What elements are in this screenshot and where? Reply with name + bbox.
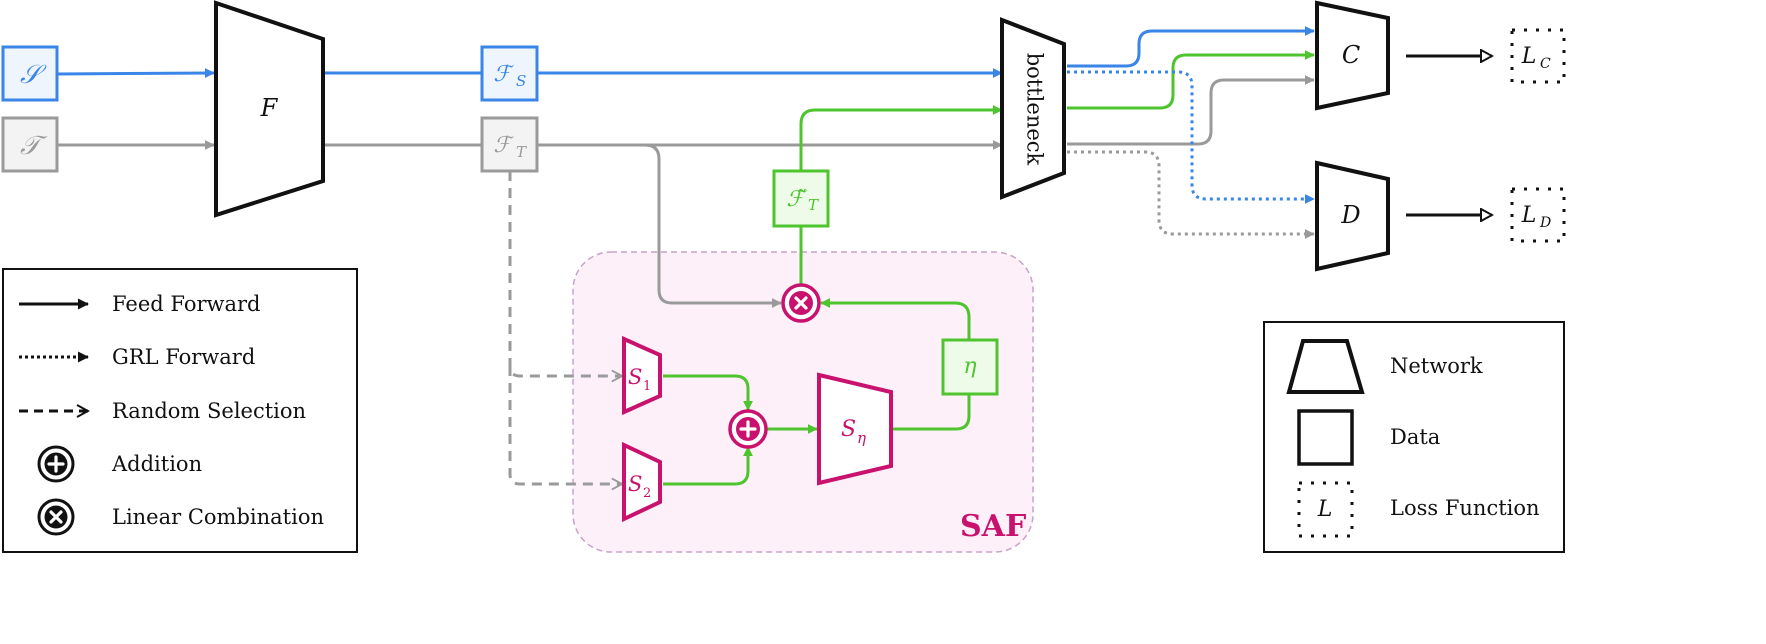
arrow-eta-to-combination (820, 298, 971, 339)
selector-eta-network (817, 372, 893, 486)
eta-box (941, 338, 999, 396)
arrow-S2-to-addition (663, 446, 753, 486)
selector-1-network (622, 335, 662, 416)
source-domain-box (1, 45, 59, 102)
legend-loss-label: Loss Function (1390, 496, 1540, 520)
legend-network-icon (1286, 339, 1365, 394)
source-feature-label: ℱ (493, 62, 514, 87)
source-feature-subscript: S (516, 72, 526, 90)
source-feature-symbol: ℱ (493, 62, 514, 87)
bottleneck-network (1000, 17, 1066, 200)
target-feature-label: ℱ (493, 133, 514, 158)
selector-1-subscript: 1 (643, 379, 651, 394)
classifier-network (1315, 0, 1390, 111)
legend-network-label: Network (1390, 354, 1483, 378)
legend-feed-forward-label: Feed Forward (112, 292, 260, 316)
classifier-loss-subscript: C (1540, 56, 1551, 72)
dashed-FT-to-S2 (508, 366, 622, 484)
classifier-label: C (1342, 41, 1360, 69)
classifier-loss-label: L (1521, 44, 1537, 69)
discriminator-loss-box (1510, 187, 1566, 243)
discriminator-loss-label: L (1521, 203, 1537, 228)
linear-combination-node (781, 283, 821, 323)
arrow-source-to-F (56, 68, 215, 79)
legend-addition-label: Addition (111, 452, 202, 476)
arrow-bottleneck-to-D-gray (1067, 150, 1315, 239)
discriminator-loss-subscript: D (1539, 215, 1551, 231)
target-domain-box (1, 116, 59, 173)
addition-node (728, 409, 768, 449)
legend-data-icon (1297, 409, 1354, 466)
arrow-bottleneck-to-C-blue (1067, 26, 1315, 68)
arrow-bottleneck-to-C-gray (1067, 75, 1315, 146)
selector-1-label: S (628, 365, 642, 389)
legend-linear-combination-label: Linear Combination (112, 505, 324, 529)
legend-grl-forward-label: GRL Forward (112, 345, 255, 369)
target-feature-box (480, 116, 539, 173)
arrow-bottleneck-to-D-blue (1067, 70, 1315, 204)
selector-2-network (622, 441, 662, 523)
augmented-feature-subscript: T (808, 196, 819, 214)
selector-2-subscript: 2 (643, 486, 651, 501)
feature-extractor-label: F (260, 94, 279, 122)
discriminator-network (1315, 160, 1390, 272)
target-feature-subscript: T (516, 143, 527, 161)
saf-module-box (572, 251, 1034, 553)
legend-loss-symbol: L (1317, 497, 1333, 522)
legend-linear-combination-icon (37, 498, 75, 536)
target-feature-symbol: ℱ (493, 133, 514, 158)
arrow-FT-to-combination (644, 143, 782, 308)
classifier-loss-box (1510, 28, 1566, 84)
legend-loss-icon (1297, 481, 1354, 538)
bottleneck-label: bottleneck (1023, 53, 1047, 166)
arrow-bottleneck-to-C-green (1067, 50, 1315, 110)
saf-label: SAF (960, 509, 1026, 544)
eta-label: η (963, 354, 976, 379)
selector-eta-subscript: η (857, 429, 866, 447)
line-Seta-to-eta (892, 395, 971, 431)
selector-eta-label: S (841, 417, 856, 442)
legend-addition-icon (37, 445, 75, 483)
augmented-feature-label: ℱ̃ (786, 187, 807, 212)
source-feature-box (480, 45, 539, 102)
feature-extractor-network (214, 0, 325, 218)
selector-2-label: S (628, 472, 642, 496)
arrow-S1-to-addition (663, 374, 753, 411)
arrow-aug-to-bottleneck (799, 105, 1003, 171)
discriminator-label: D (1340, 201, 1360, 229)
legend-random-selection-label: Random Selection (112, 399, 306, 423)
legend-data-label: Data (1390, 425, 1440, 449)
augmented-feature-box (772, 169, 830, 228)
